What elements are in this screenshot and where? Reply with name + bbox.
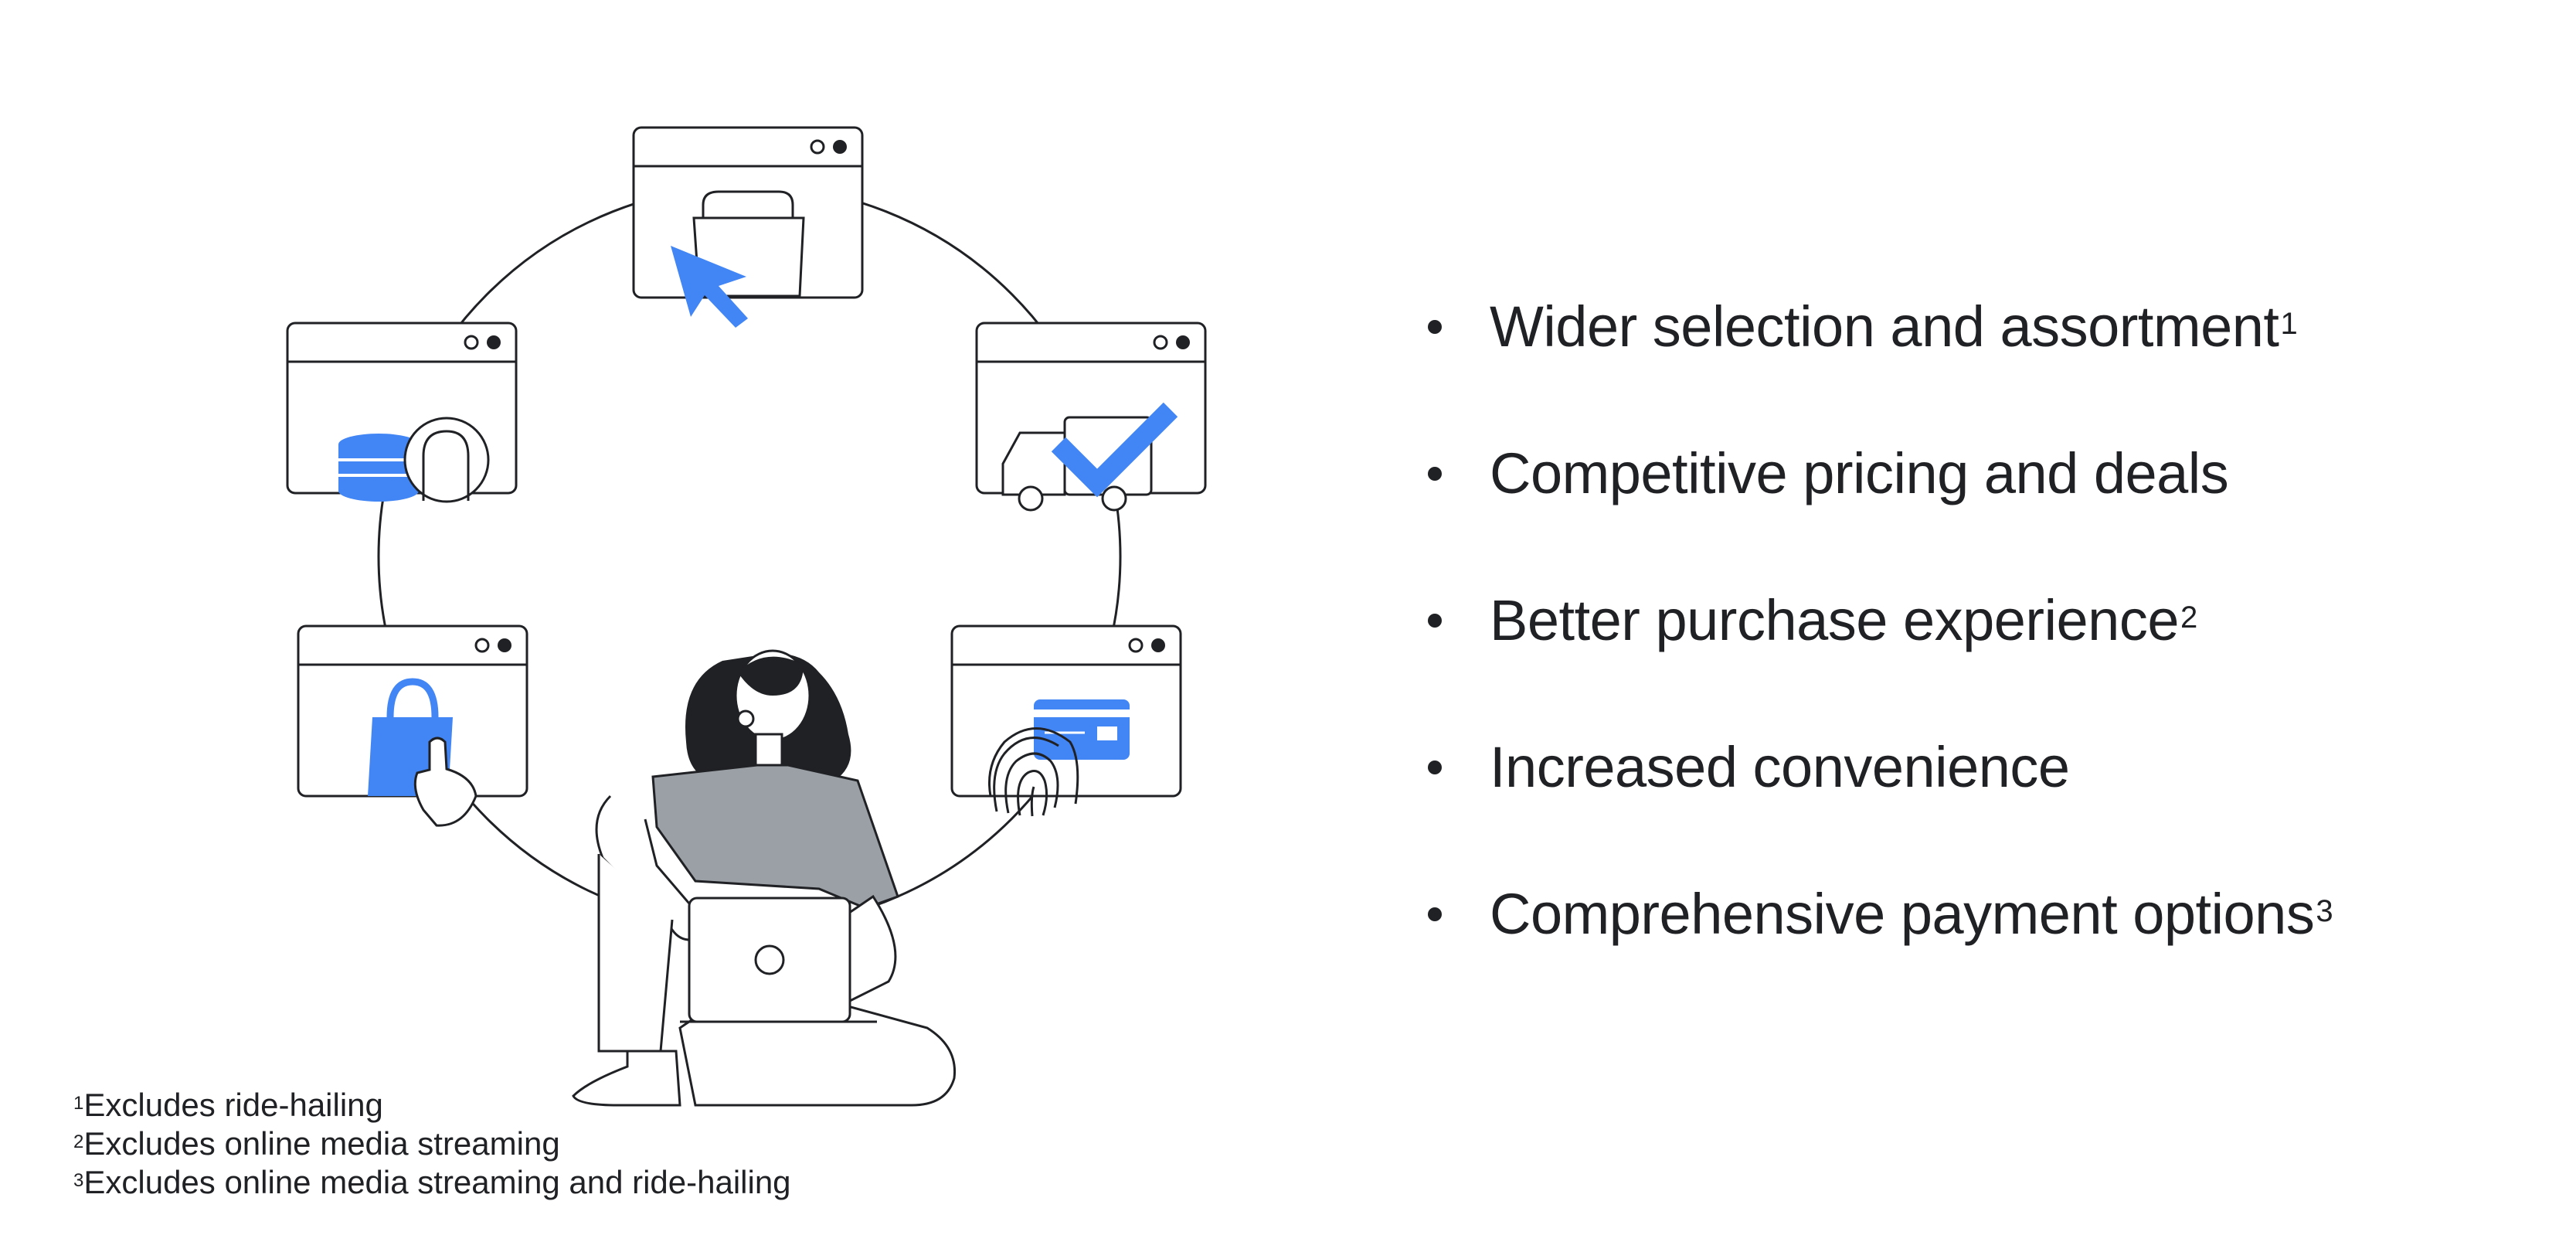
shopping-bag-cursor-icon (632, 126, 864, 328)
benefit-item: Competitive pricing and deals (1422, 439, 2333, 509)
benefit-text: Competitive pricing and deals (1490, 441, 2229, 505)
benefit-item: Wider selection and assortment1 (1422, 292, 2333, 362)
bullet-dot-icon (1428, 467, 1442, 481)
footnote-number: 2 (73, 1131, 84, 1152)
footnote-text: Excludes ride-hailing (83, 1087, 383, 1123)
benefit-item: Comprehensive payment options3 (1422, 880, 2333, 949)
bullet-dot-icon (1428, 907, 1442, 921)
bullet-dot-icon (1428, 614, 1442, 628)
benefit-text: Increased convenience (1490, 735, 2070, 799)
benefit-text: Wider selection and assortment (1490, 294, 2279, 359)
footnote-text: Excludes online media streaming and ride… (83, 1164, 791, 1200)
benefit-item: Increased convenience (1422, 733, 2333, 802)
footnotes: 1Excludes ride-hailing 2Excludes online … (73, 1086, 791, 1202)
shopping-bag-tap-icon (297, 624, 528, 827)
footnote-number: 1 (73, 1093, 84, 1114)
footnote: 1Excludes ride-hailing (73, 1086, 791, 1125)
footnote: 3Excludes online media streaming and rid… (73, 1163, 791, 1202)
benefits-list: Wider selection and assortment1 Competit… (1422, 292, 2333, 1026)
bullet-dot-icon (1428, 761, 1442, 774)
benefit-footnote-ref: 1 (2280, 307, 2298, 341)
woman-with-laptop-illustration (572, 649, 957, 1107)
benefit-footnote-ref: 3 (2316, 894, 2333, 928)
footnote-text: Excludes online media streaming (83, 1125, 560, 1162)
shopping-illustration (286, 126, 1207, 1107)
benefit-text: Better purchase experience (1490, 588, 2179, 652)
footnote-number: 3 (73, 1170, 84, 1191)
credit-card-fingerprint-icon (950, 624, 1182, 817)
bullet-dot-icon (1428, 320, 1442, 334)
footnote: 2Excludes online media streaming (73, 1125, 791, 1163)
benefit-item: Better purchase experience2 (1422, 586, 2333, 655)
benefit-text: Comprehensive payment options (1490, 882, 2315, 946)
coins-profile-icon (286, 322, 518, 503)
benefit-footnote-ref: 2 (2180, 601, 2197, 635)
delivery-truck-check-icon (975, 322, 1207, 512)
